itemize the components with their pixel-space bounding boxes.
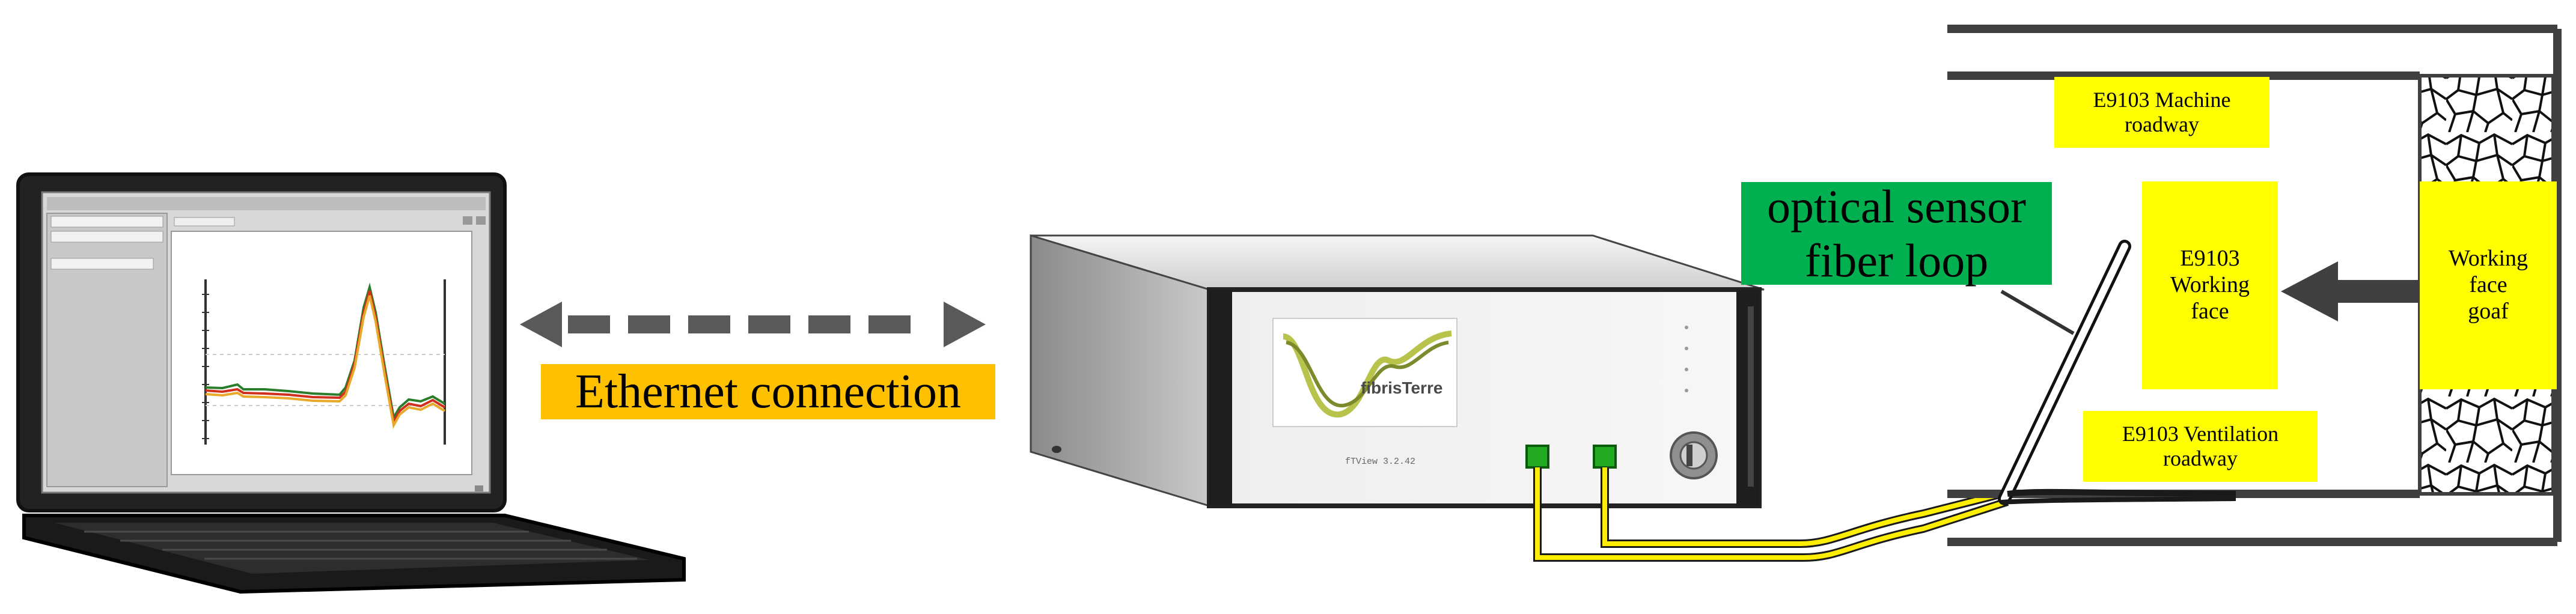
ethernet-connection-label: Ethernet connection [541, 364, 995, 419]
app-plot-area [171, 231, 472, 475]
device-logo-wave [1286, 341, 1449, 408]
working-face-label: E9103 Working face [2142, 181, 2278, 389]
laptop-keyboard-keys [54, 523, 649, 574]
ethernet-double-arrow [520, 302, 986, 347]
app-status-icon [475, 485, 483, 491]
optical-sensor-fiber-loop [1998, 240, 2236, 505]
app-button [463, 216, 472, 225]
device-logo-plate [1272, 318, 1457, 427]
goaf-label: Working face goaf [2420, 181, 2557, 389]
device-indicator-led [1685, 368, 1688, 371]
fiber-interrogator-device [1030, 234, 1765, 508]
fiber-label-leader [2000, 290, 2075, 335]
machine-roadway-label: E9103 Machine roadway [2054, 77, 2269, 148]
fiber-optic-cables [1533, 467, 2009, 562]
plot-trace-orange [205, 295, 446, 429]
app-toolbar [47, 197, 486, 210]
laptop-key-rows [84, 530, 637, 560]
device-handle-bar [1748, 306, 1754, 487]
app-side-panel [46, 213, 168, 487]
key-switch-icon [1670, 431, 1718, 479]
app-tab [174, 217, 235, 226]
app-field [50, 216, 163, 228]
device-version-text: fTView 3.2.42 [1345, 457, 1416, 467]
optical-fiber-label: optical sensor fiber loop [1741, 180, 2052, 287]
mining-advance-arrow [2281, 261, 2422, 321]
ventilation-roadway-label: E9103 Ventilation roadway [2083, 411, 2318, 482]
app-field [50, 258, 154, 270]
laptop [16, 172, 686, 594]
device-indicator-led [1685, 389, 1688, 392]
fiber-port-connector [1593, 445, 1617, 469]
device-handle-left [1209, 290, 1232, 506]
mine-layout [1947, 25, 2562, 546]
device-indicator-led [1685, 347, 1688, 350]
device-indicator-led [1685, 326, 1688, 329]
fiber-port-connector [1525, 445, 1549, 469]
app-field [50, 231, 163, 243]
app-button [476, 216, 486, 225]
plot-ticks [202, 294, 209, 439]
device-brand-text: fibrisTerre [1361, 378, 1443, 397]
device-foot [1052, 446, 1061, 453]
